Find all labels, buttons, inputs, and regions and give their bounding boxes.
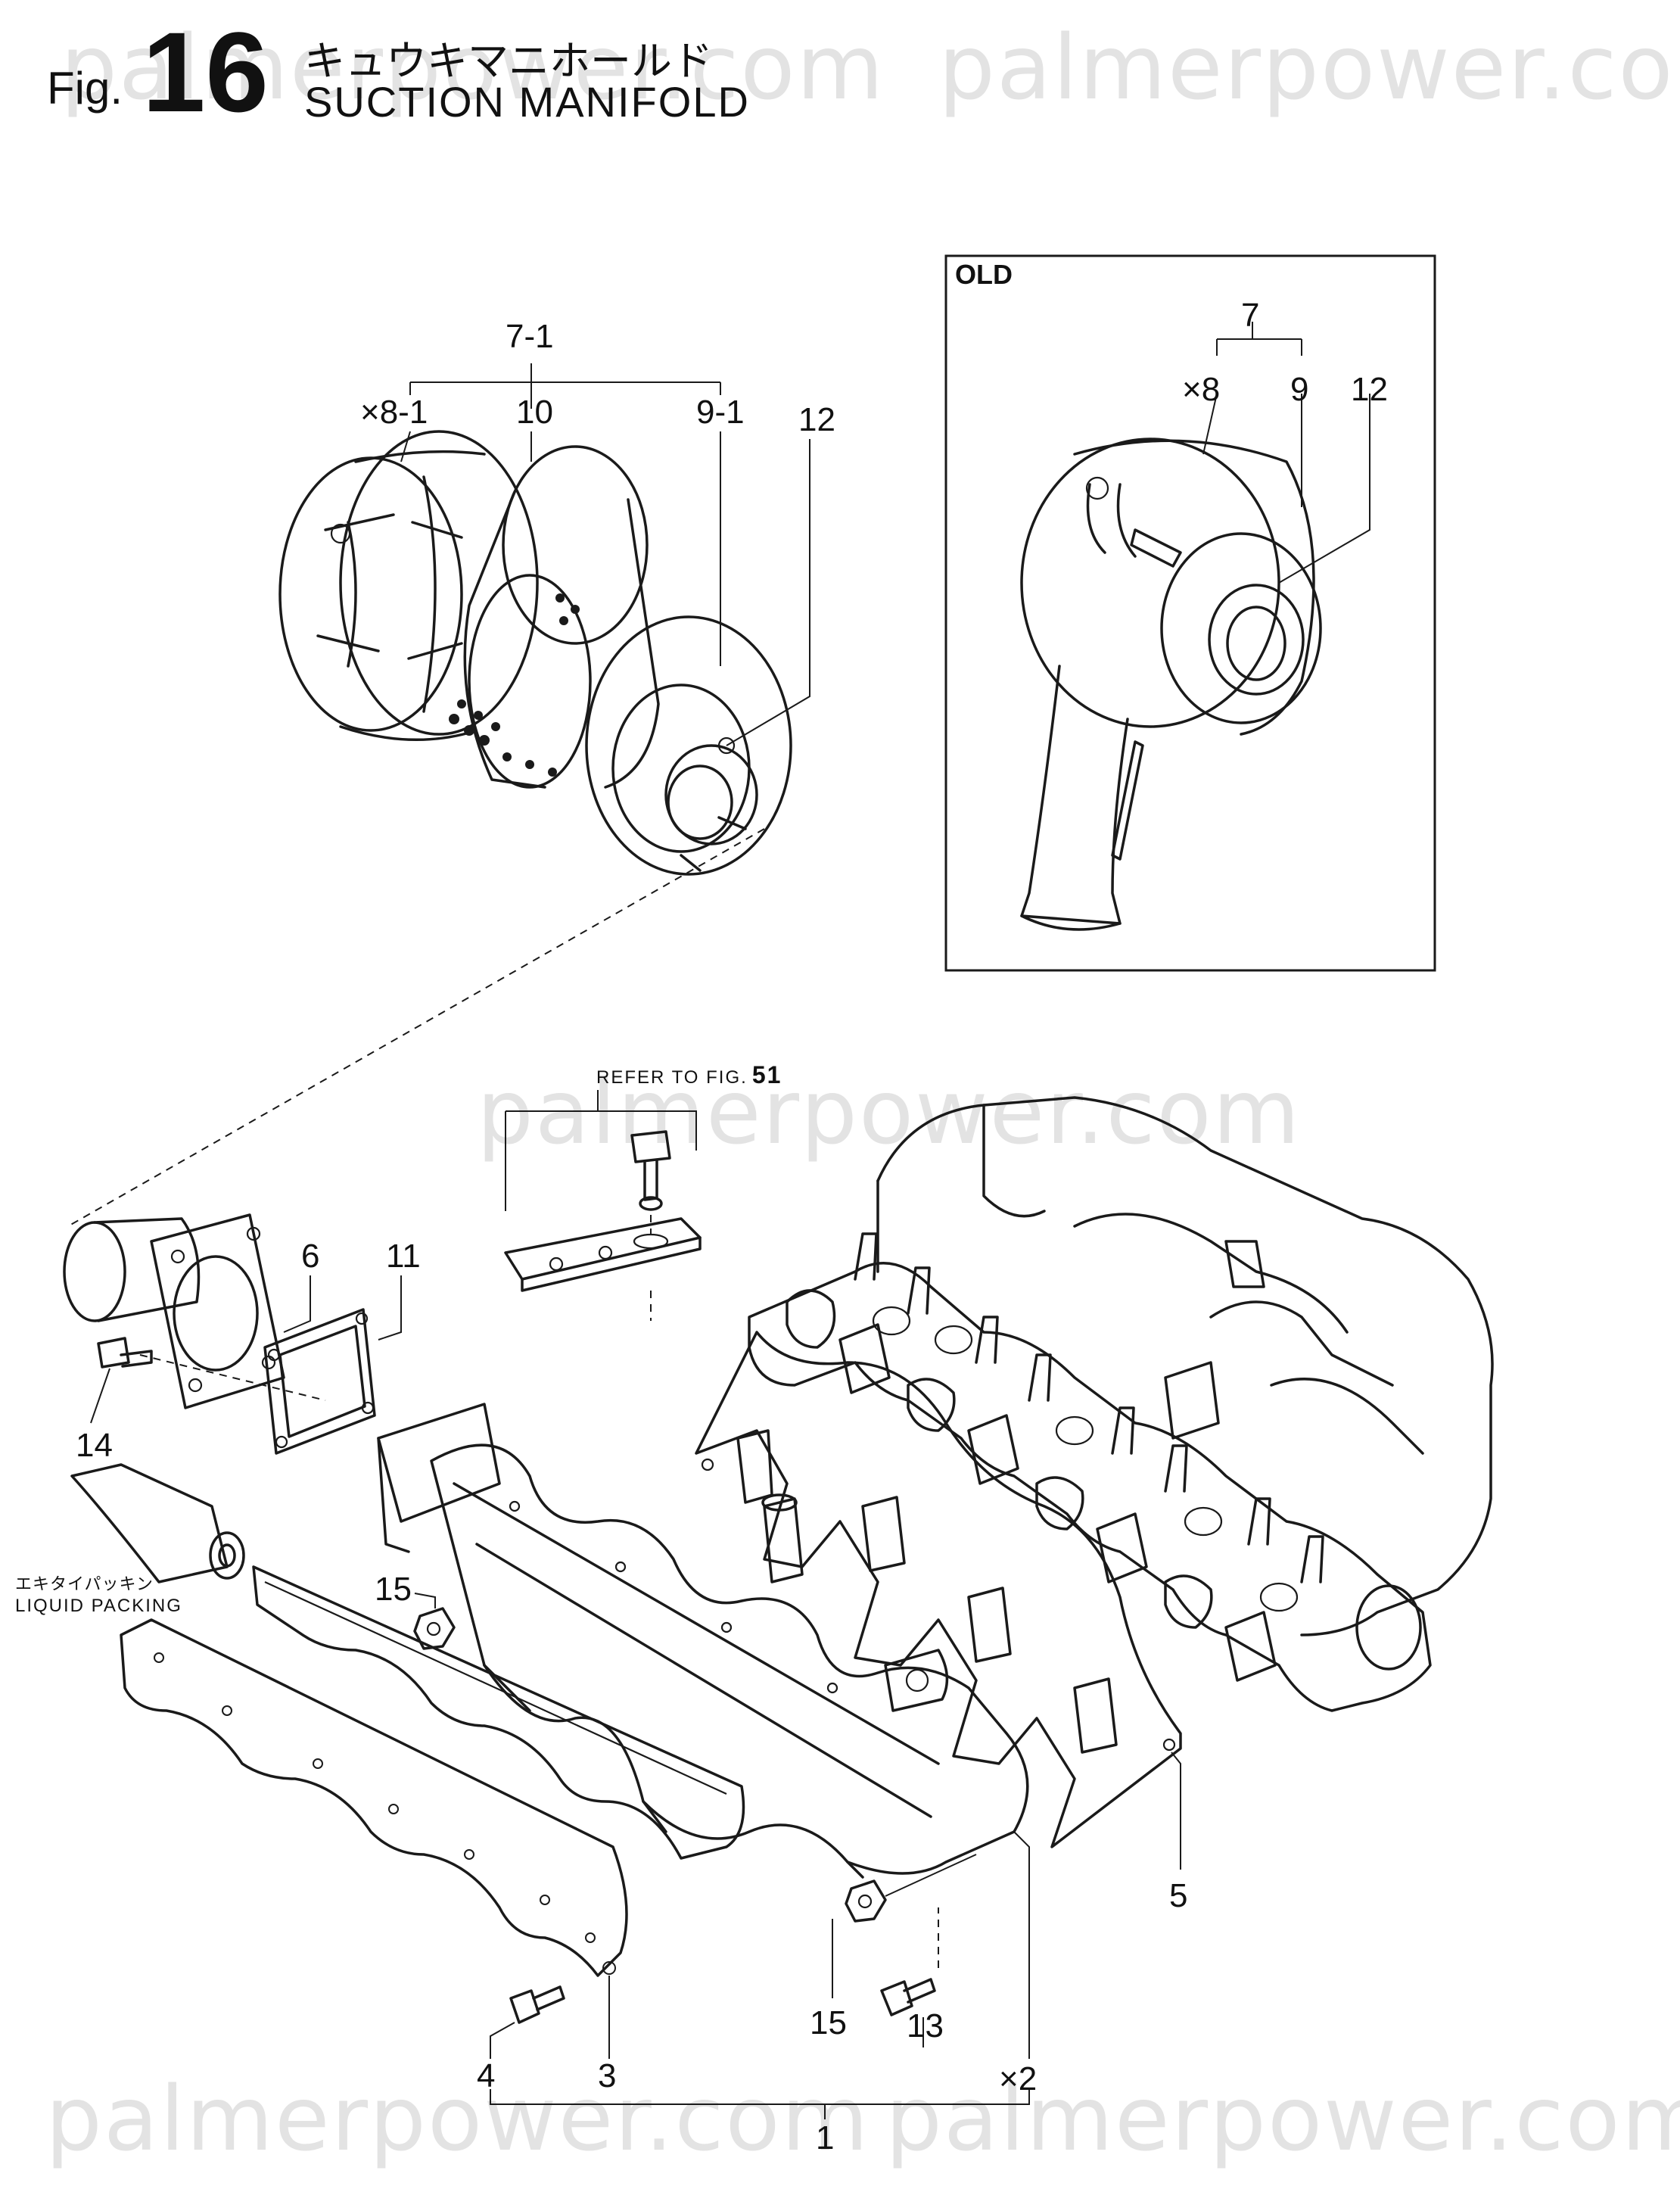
- refer-fig-number: 51: [751, 1061, 782, 1088]
- leader-11: [378, 1275, 402, 1341]
- callout-5: 5: [1169, 1877, 1188, 1914]
- watermark-bottom-right: palmerpower.com: [885, 2066, 1680, 2171]
- bracket-7-1: [409, 363, 721, 409]
- old-box-label: OLD: [955, 259, 1013, 290]
- figure-title-jp: キュウキマニホールド: [304, 37, 713, 85]
- callout-1: 1: [816, 2119, 835, 2156]
- lower-cover-gasket-part-3: [120, 1565, 745, 1977]
- callout-x2: ×2: [999, 2060, 1038, 2097]
- figure-prefix: Fig.: [47, 63, 123, 114]
- callout-8-1: ×8-1: [360, 394, 428, 431]
- leader-x2: [1013, 1831, 1030, 2059]
- callout-15-upper: 15: [375, 1571, 412, 1608]
- manifold-gasket-part-5: [695, 1331, 1182, 1848]
- callout-13: 13: [907, 2007, 944, 2044]
- nut-part-15-upper: [413, 1607, 456, 1650]
- leader-4: [490, 2022, 515, 2059]
- callout-6: 6: [301, 1238, 320, 1275]
- engine-cylinder-head: [748, 1096, 1494, 1712]
- suction-manifold-body: [377, 1403, 1029, 1879]
- callout-10: 10: [516, 394, 553, 431]
- callout-old-8: ×8: [1182, 371, 1221, 408]
- leader-12: [726, 439, 810, 746]
- callout-4: 4: [477, 2057, 496, 2094]
- callout-old-12: 12: [1351, 371, 1388, 408]
- callout-15-lower: 15: [810, 2004, 847, 2041]
- inlet-pipe-part-6: [63, 1213, 285, 1409]
- old-version-frame: [944, 254, 1436, 972]
- bracket-plate-refer-fig-51: [504, 1130, 702, 1321]
- figure-title-en: SUCTION MANIFOLD: [304, 78, 750, 126]
- liquid-packing-tube: [70, 1463, 245, 1583]
- liquid-packing-label-en: LIQUID PACKING: [15, 1596, 182, 1616]
- callout-3: 3: [598, 2057, 617, 2094]
- callout-12: 12: [798, 401, 835, 438]
- watermark-top-left: palmerpower.com: [61, 15, 885, 120]
- bracket-refer-fig-51: [505, 1090, 697, 1211]
- leader-old-12: [1278, 394, 1370, 584]
- callout-14: 14: [76, 1427, 113, 1464]
- air-cleaner-body-part-9-1: [585, 615, 792, 876]
- bracket-1: [490, 2089, 1030, 2119]
- callout-11: 11: [386, 1238, 421, 1275]
- leader-15-upper: [414, 1593, 436, 1608]
- gasket-part-11: [263, 1308, 376, 1455]
- callout-old-7: 7: [1241, 297, 1260, 334]
- nut-part-15-lower: [845, 1879, 887, 1923]
- callout-9-1: 9-1: [696, 394, 745, 431]
- leader-15-lower: [832, 1854, 977, 1998]
- leader-5: [1171, 1752, 1181, 1870]
- alignment-line-inlet: [139, 1354, 326, 1401]
- watermark-top-right: palmerpower.com: [938, 15, 1680, 120]
- air-cleaner-cover-part-8-1: [278, 430, 539, 742]
- old-air-cleaner-assembly: [1020, 438, 1322, 931]
- bolt-part-4: [509, 1985, 565, 2024]
- bracket-old-7: [1216, 322, 1302, 356]
- leader-14: [90, 1368, 110, 1424]
- bolt-part-14: [97, 1337, 153, 1369]
- refer-note-text: REFER TO FIG.: [596, 1067, 748, 1088]
- refer-note: REFER TO FIG.51: [596, 1061, 782, 1089]
- filter-element-part-10: [449, 445, 660, 789]
- liquid-packing-label-jp: エキタイパッキン: [15, 1575, 154, 1594]
- connection-line-air-cleaner-to-inlet: [67, 828, 765, 1227]
- watermark-bottom-left: palmerpower.com: [45, 2066, 870, 2171]
- callout-old-9: 9: [1290, 371, 1309, 408]
- figure-number: 16: [142, 8, 269, 135]
- callout-7-1: 7-1: [506, 318, 554, 355]
- leader-6: [283, 1275, 311, 1333]
- leader-8-1: [400, 431, 411, 462]
- bolt-part-13: [880, 1978, 936, 2016]
